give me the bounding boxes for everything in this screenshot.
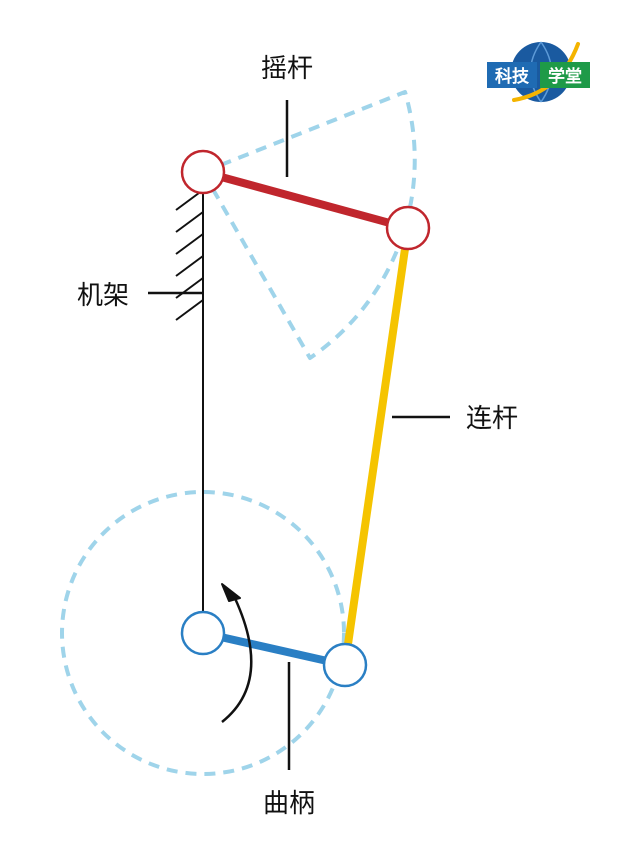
rocker-link xyxy=(201,168,410,232)
crank-pivot-joint xyxy=(180,610,226,656)
logo-left-text: 科技 xyxy=(495,66,530,87)
coupler-label: 连杆 xyxy=(466,404,518,434)
logo-right-plate xyxy=(540,62,590,88)
rotation-arrow-head-icon xyxy=(221,583,241,602)
frame-ground-hatching xyxy=(175,189,204,321)
rocker-coupler-joint xyxy=(385,205,431,251)
science-hall-logo: 科技 学堂 xyxy=(487,41,590,103)
logo-left-plate xyxy=(487,62,537,88)
frame-label: 机架 xyxy=(77,281,129,311)
rotation-arrow xyxy=(221,591,253,723)
crank-link xyxy=(202,629,346,669)
rocker-label: 摇杆 xyxy=(261,54,313,84)
logo-right-text: 学堂 xyxy=(548,66,582,87)
crank-label: 曲柄 xyxy=(263,789,315,819)
crank-coupler-joint xyxy=(322,642,368,688)
crank-motion-path xyxy=(60,490,346,776)
coupler-link xyxy=(341,224,412,669)
rocker-pivot-joint xyxy=(180,149,226,195)
